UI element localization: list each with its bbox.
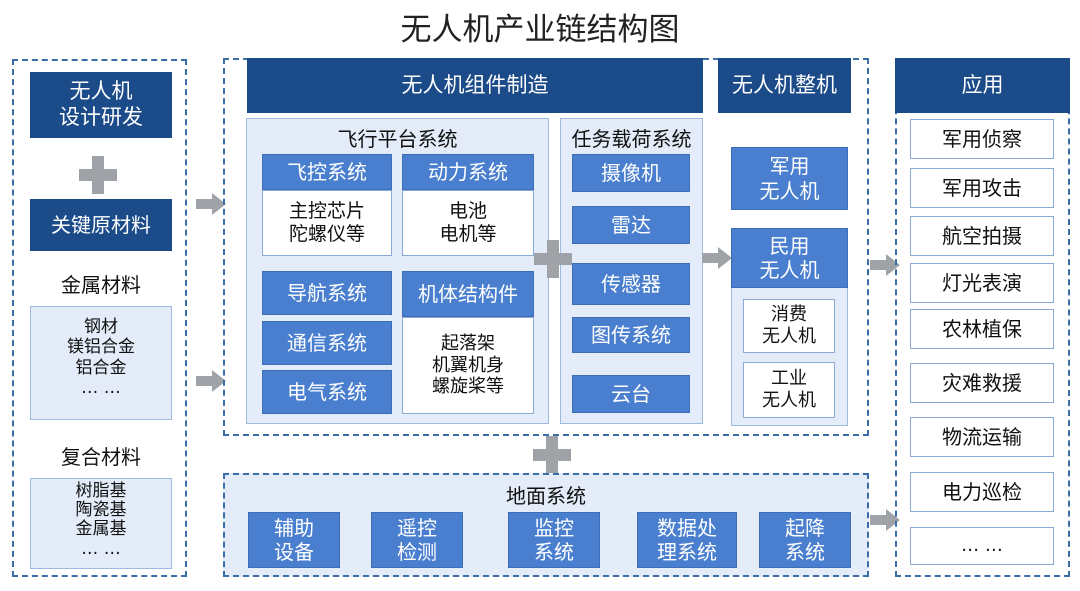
payload-item-radar: 雷达 — [572, 206, 690, 244]
power-system-header: 动力系统 — [402, 154, 534, 190]
diagram-title: 无人机产业链结构图 — [400, 12, 680, 48]
application-power-inspection: 电力巡检 — [910, 472, 1054, 512]
electrical-system-box: 电气系统 — [262, 370, 392, 414]
ground-system-title: 地面系统 — [506, 484, 586, 508]
payload-item-image-transmission: 图传系统 — [572, 317, 690, 353]
industrial-uav-box: 工业 无人机 — [743, 362, 835, 418]
power-system-items: 电池 电机等 — [402, 190, 534, 256]
components-header: 无人机组件制造 — [247, 58, 703, 113]
application-aerial-photography: 航空拍摄 — [910, 216, 1054, 256]
airframe-header: 机体结构件 — [402, 271, 534, 317]
civil-uav-box: 民用 无人机 — [731, 228, 848, 288]
airframe-items: 起落架 机翼机身 螺旋桨等 — [402, 317, 534, 414]
payload-title: 任务载荷系统 — [571, 127, 692, 151]
key-materials-box: 关键原材料 — [30, 199, 172, 251]
metal-materials-title: 金属材料 — [30, 265, 172, 307]
consumer-uav-box: 消费 无人机 — [743, 299, 835, 353]
application-more: … … — [910, 527, 1054, 565]
military-uav-box: 军用 无人机 — [731, 147, 848, 210]
ground-item-data-processing: 数据处 理系统 — [637, 512, 737, 568]
design-rd-box: 无人机 设计研发 — [30, 72, 172, 138]
application-logistics: 物流运输 — [910, 417, 1054, 457]
flight-platform-title: 飞行平台系统 — [337, 127, 458, 151]
flight-control-header: 飞控系统 — [262, 154, 392, 190]
ground-item-auxiliary: 辅助 设备 — [248, 512, 340, 568]
payload-item-gimbal: 云台 — [572, 375, 690, 413]
ground-item-monitoring: 监控 系统 — [508, 512, 600, 568]
design-materials-panel — [12, 59, 187, 577]
complete-uav-header: 无人机整机 — [718, 58, 851, 113]
composite-materials-list: 树脂基 陶瓷基 金属基 … … — [75, 481, 127, 559]
composite-materials-box: 复合材料 树脂基 陶瓷基 金属基 … … — [30, 437, 172, 569]
ground-item-remote: 遥控 检测 — [371, 512, 463, 568]
applications-header: 应用 — [895, 58, 1070, 113]
flight-control-items: 主控芯片 陀螺仪等 — [262, 190, 392, 256]
ground-item-takeoff-landing: 起降 系统 — [759, 512, 851, 568]
payload-item-sensor: 传感器 — [572, 263, 690, 305]
communication-system-box: 通信系统 — [262, 321, 392, 365]
metal-materials-list: 钢材 镁铝合金 铝合金 … … — [67, 317, 135, 399]
payload-item-camera: 摄像机 — [572, 154, 690, 192]
application-military-recon: 军用侦察 — [910, 119, 1054, 159]
metal-materials-box: 金属材料 钢材 镁铝合金 铝合金 … … — [30, 265, 172, 420]
application-agriculture-forestry: 农林植保 — [910, 309, 1054, 349]
arrow-right-icon — [196, 193, 226, 215]
application-military-attack: 军用攻击 — [910, 168, 1054, 208]
arrow-right-icon — [702, 247, 732, 269]
navigation-system-box: 导航系统 — [262, 271, 392, 315]
application-disaster-rescue: 灾难救援 — [910, 363, 1054, 403]
application-light-show: 灯光表演 — [910, 263, 1054, 303]
arrow-right-icon — [196, 370, 226, 392]
composite-materials-title: 复合材料 — [30, 437, 172, 479]
